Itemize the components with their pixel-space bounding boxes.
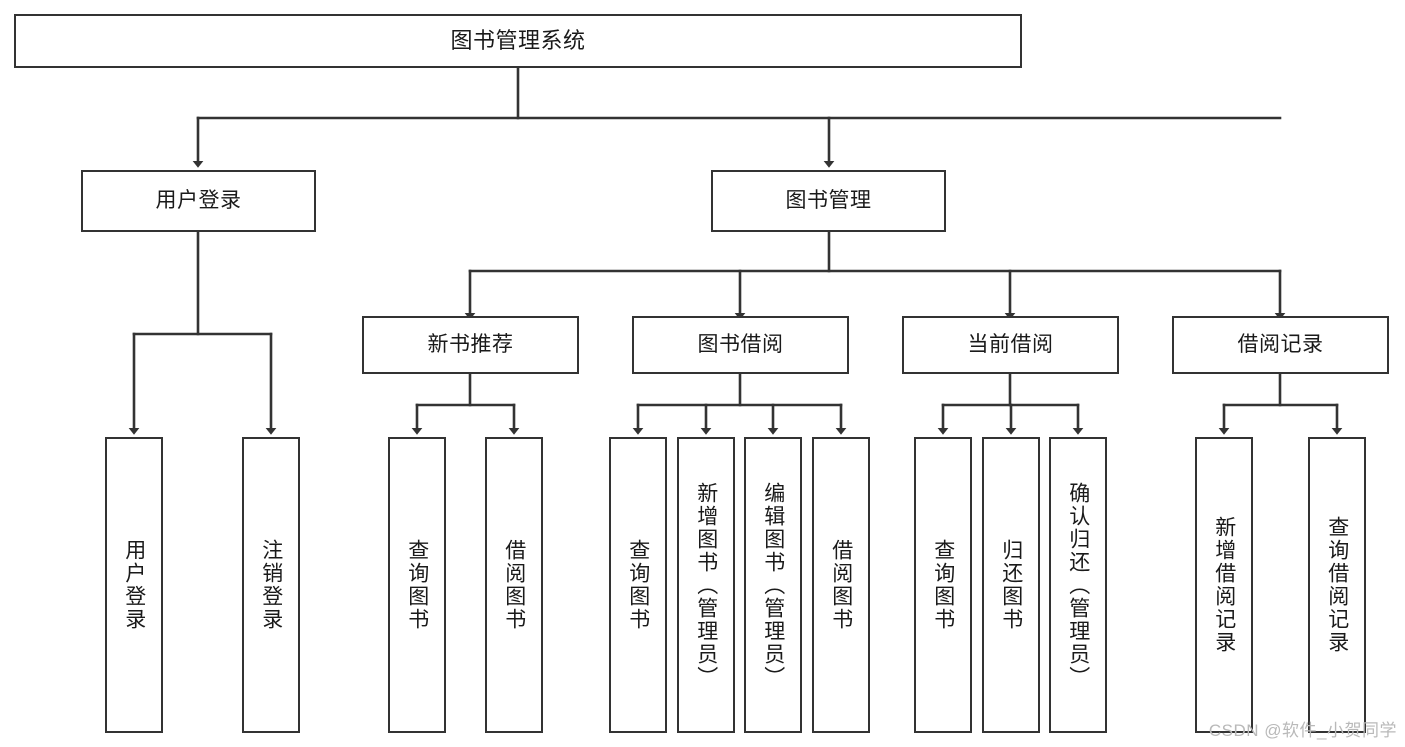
leaf-current-borrow-confirm-return[interactable]: 确认归还（管理员） <box>1049 437 1107 733</box>
node-label: 归还图书 <box>999 539 1023 631</box>
leaf-book-borrow-edit-book[interactable]: 编辑图书（管理员） <box>744 437 802 733</box>
node-label: 借阅记录 <box>1237 332 1324 356</box>
node-label: 用户登录 <box>122 539 146 631</box>
node-label: 新增借阅记录 <box>1212 516 1236 654</box>
node-label: 图书管理 <box>785 188 872 212</box>
node-label: 图书管理系统 <box>450 28 586 54</box>
node-book-borrow[interactable]: 图书借阅 <box>632 316 849 374</box>
node-user-login[interactable]: 用户登录 <box>81 170 316 232</box>
node-label: 新书推荐 <box>427 332 514 356</box>
node-label: 借阅图书 <box>502 539 526 631</box>
node-label: 查询借阅记录 <box>1325 516 1349 654</box>
leaf-user-login-login[interactable]: 用户登录 <box>105 437 163 733</box>
leaf-current-borrow-query-book[interactable]: 查询图书 <box>914 437 972 733</box>
leaf-new-book-borrow-book[interactable]: 借阅图书 <box>485 437 543 733</box>
node-label: 确认归还（管理员） <box>1066 481 1090 689</box>
leaf-book-borrow-query-book[interactable]: 查询图书 <box>609 437 667 733</box>
leaf-current-borrow-return-book[interactable]: 归还图书 <box>982 437 1040 733</box>
node-new-book-recommend[interactable]: 新书推荐 <box>362 316 579 374</box>
node-label: 新增图书（管理员） <box>694 481 718 689</box>
leaf-new-book-query-book[interactable]: 查询图书 <box>388 437 446 733</box>
leaf-book-borrow-borrow-book[interactable]: 借阅图书 <box>812 437 870 733</box>
node-borrow-record[interactable]: 借阅记录 <box>1172 316 1389 374</box>
node-label: 借阅图书 <box>829 539 853 631</box>
node-current-borrow[interactable]: 当前借阅 <box>902 316 1119 374</box>
node-label: 编辑图书（管理员） <box>761 481 785 689</box>
leaf-user-login-logout[interactable]: 注销登录 <box>242 437 300 733</box>
node-label: 当前借阅 <box>967 332 1054 356</box>
node-label: 注销登录 <box>259 539 283 631</box>
node-book-management[interactable]: 图书管理 <box>711 170 946 232</box>
leaf-book-borrow-add-book[interactable]: 新增图书（管理员） <box>677 437 735 733</box>
node-label: 查询图书 <box>931 539 955 631</box>
node-label: 用户登录 <box>155 188 242 212</box>
node-label: 查询图书 <box>626 539 650 631</box>
csdn-watermark: CSDN @软件_小贺同学 <box>1208 721 1397 740</box>
node-label: 图书借阅 <box>697 332 784 356</box>
node-root-book-management-system[interactable]: 图书管理系统 <box>14 14 1022 68</box>
leaf-borrow-record-add-record[interactable]: 新增借阅记录 <box>1195 437 1253 733</box>
leaf-borrow-record-query-record[interactable]: 查询借阅记录 <box>1308 437 1366 733</box>
node-label: 查询图书 <box>405 539 429 631</box>
